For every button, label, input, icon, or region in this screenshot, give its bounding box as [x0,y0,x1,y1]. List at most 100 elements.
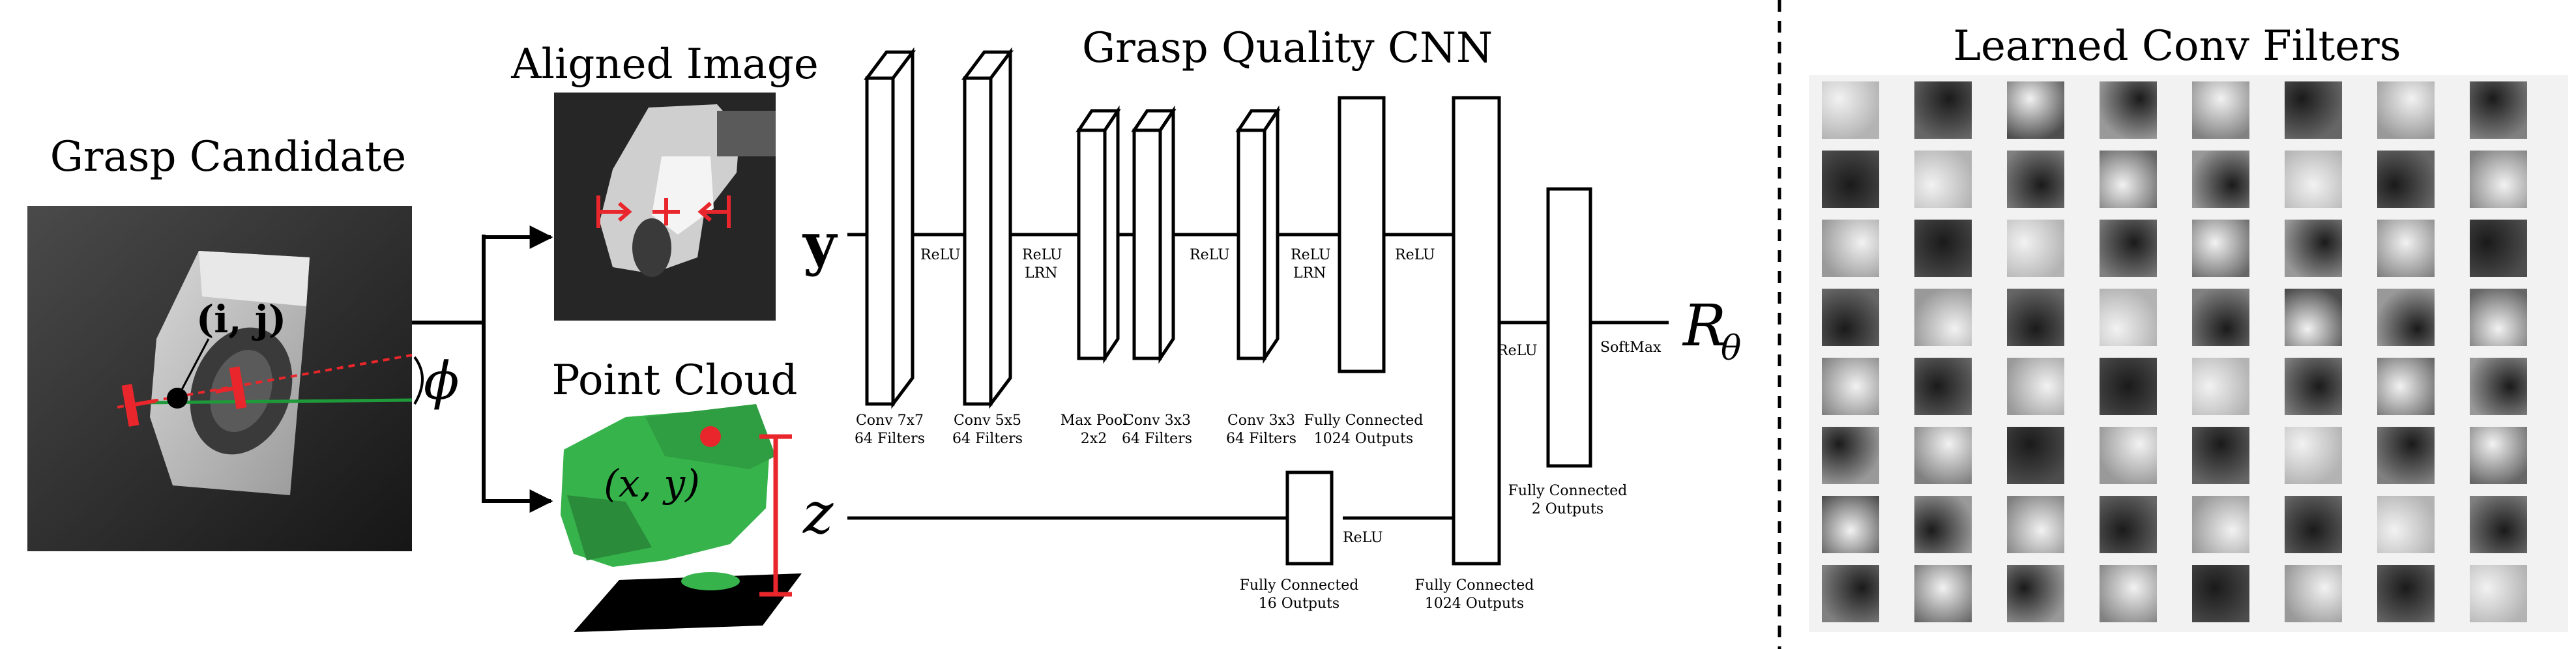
filter-tile [1914,565,1972,622]
filter-tile [2192,358,2249,415]
filter-tile [2377,427,2435,484]
filter-tile [2100,81,2157,139]
filter-tile [1914,220,1972,277]
cap-fc1-a: Fully Connected [1304,412,1424,429]
aligned-grasp-markers [596,195,731,228]
filter-tile [1914,496,1972,553]
act-relu-5: ReLU [1395,247,1435,263]
filter-tile [1914,427,1972,484]
output-theta: θ [1721,329,1741,368]
filter-tile [2100,427,2157,484]
cap-fc-out-a: Fully Connected [1508,483,1628,499]
filter-tile [2100,358,2157,415]
layer-fc-merge [1452,96,1501,566]
filter-tile [2470,289,2527,346]
cap-fc-z-b: 16 Outputs [1259,596,1339,612]
layer-conv1 [864,47,916,409]
cap-conv4-a: Conv 3x3 [1227,412,1295,429]
cap-conv4-b: 64 Filters [1226,431,1296,447]
act-relu-lrn-2a: ReLU [1022,247,1062,263]
layer-fc-out [1546,187,1592,468]
filter-tile [2100,220,2157,277]
z-input-label: z [802,480,834,547]
filter-tile [2192,496,2249,553]
filter-tile [1822,81,1879,139]
ij-label: (i, j) [196,297,286,341]
filter-tile [2192,81,2249,139]
filter-tile [1914,289,1972,346]
filter-tile [2192,289,2249,346]
filter-tile [2007,427,2064,484]
filter-tile [2377,220,2435,277]
learned-filters-title: Learned Conv Filters [1953,22,2401,70]
filter-grid [1822,81,2527,622]
cap-conv1-a: Conv 7x7 [856,412,924,429]
act-relu-lrn-4a: ReLU [1291,247,1331,263]
gripper-left-icon [121,384,156,427]
cap-fc1-b: 1024 Outputs [1314,431,1413,447]
filter-tile [1914,151,1972,208]
filter-tile [1822,151,1879,208]
layer-fc1 [1338,96,1386,373]
cap-pool-b: 2x2 [1081,431,1107,447]
cap-conv1-b: 64 Filters [855,431,925,447]
filter-tile [2007,81,2064,139]
aligned-image-title: Aligned Image [510,40,819,89]
grasp-candidate-title: Grasp Candidate [50,133,407,181]
filter-tile [2285,565,2342,622]
cap-fc-out-b: 2 Outputs [1532,501,1603,517]
y-input-label: y [802,210,838,278]
cap-conv2-a: Conv 5x5 [954,412,1021,429]
filter-tile [2007,289,2064,346]
layer-conv2 [961,47,1014,409]
filter-tile [2470,427,2527,484]
cap-conv2-b: 64 Filters [952,431,1023,447]
filter-tile [1914,358,1972,415]
filter-tile [2192,220,2249,277]
act-relu-lrn-4b: LRN [1293,265,1326,281]
grasp-axis-red-dashed [117,354,413,409]
act-relu-3: ReLU [1190,247,1230,263]
act-relu-lrn-2b: LRN [1025,265,1057,281]
filter-tile [2285,289,2342,346]
filter-tile [1822,358,1879,415]
layer-conv4 [1235,105,1281,364]
grasp-axis-green [143,398,413,405]
act-softmax: SoftMax [1600,339,1661,356]
filter-tile [2377,496,2435,553]
output-label: R θ [1682,292,1741,368]
filter-tile [2285,358,2342,415]
grasp-candidate-image: (i, j) [27,206,413,551]
phi-arc [413,356,424,405]
filter-tile [2285,81,2342,139]
filter-tile [1822,565,1879,622]
layer-conv3 [1131,105,1177,364]
filter-tile [2192,427,2249,484]
filter-tile [2100,496,2157,553]
gqcnn-title: Grasp Quality CNN [1082,24,1493,72]
filter-tile [2377,358,2435,415]
filter-tile [2007,220,2064,277]
filter-tile [1914,81,1972,139]
cap-fc-z-a: Fully Connected [1240,577,1359,594]
cap-conv3-b: 64 Filters [1122,431,1192,447]
filter-tile [2470,220,2527,277]
filter-tile [2377,565,2435,622]
filter-tile [2285,496,2342,553]
filter-tile [1822,427,1879,484]
cap-fc-merge-b: 1024 Outputs [1425,596,1524,612]
cap-pool-a: Max Pool [1061,412,1127,429]
filter-tile [2470,81,2527,139]
point-cloud-title: Point Cloud [552,356,798,405]
filter-tile [1822,289,1879,346]
filter-tile [2192,565,2249,622]
split-connector [412,225,553,513]
filter-tile [1822,220,1879,277]
filter-tile [2007,496,2064,553]
layer-fc-z [1285,470,1334,566]
point-cloud-image [561,404,802,632]
filter-tile [2007,358,2064,415]
filter-tile [2100,565,2157,622]
cap-conv3-a: Conv 3x3 [1123,412,1191,429]
act-relu-z: ReLU [1343,530,1383,546]
